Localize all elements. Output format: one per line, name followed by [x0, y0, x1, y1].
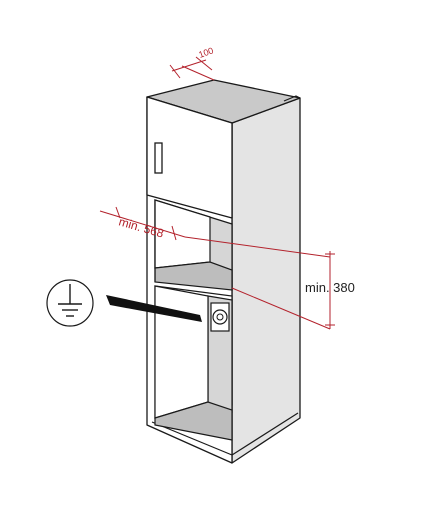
compartment-floor — [154, 401, 233, 441]
upper-door — [146, 96, 233, 219]
depth-label: 100 — [197, 45, 215, 60]
depth-dimension: 100 — [169, 45, 215, 81]
cabinet-side-panel — [231, 97, 301, 464]
power-socket-icon — [210, 302, 230, 332]
earth-ground-icon — [46, 279, 94, 327]
upper-niche — [154, 199, 233, 291]
height-label: min. 380 — [305, 280, 355, 295]
height-dimension: min. 380 — [231, 251, 355, 330]
pointer-wedge — [106, 295, 202, 322]
door-handle — [154, 142, 163, 174]
